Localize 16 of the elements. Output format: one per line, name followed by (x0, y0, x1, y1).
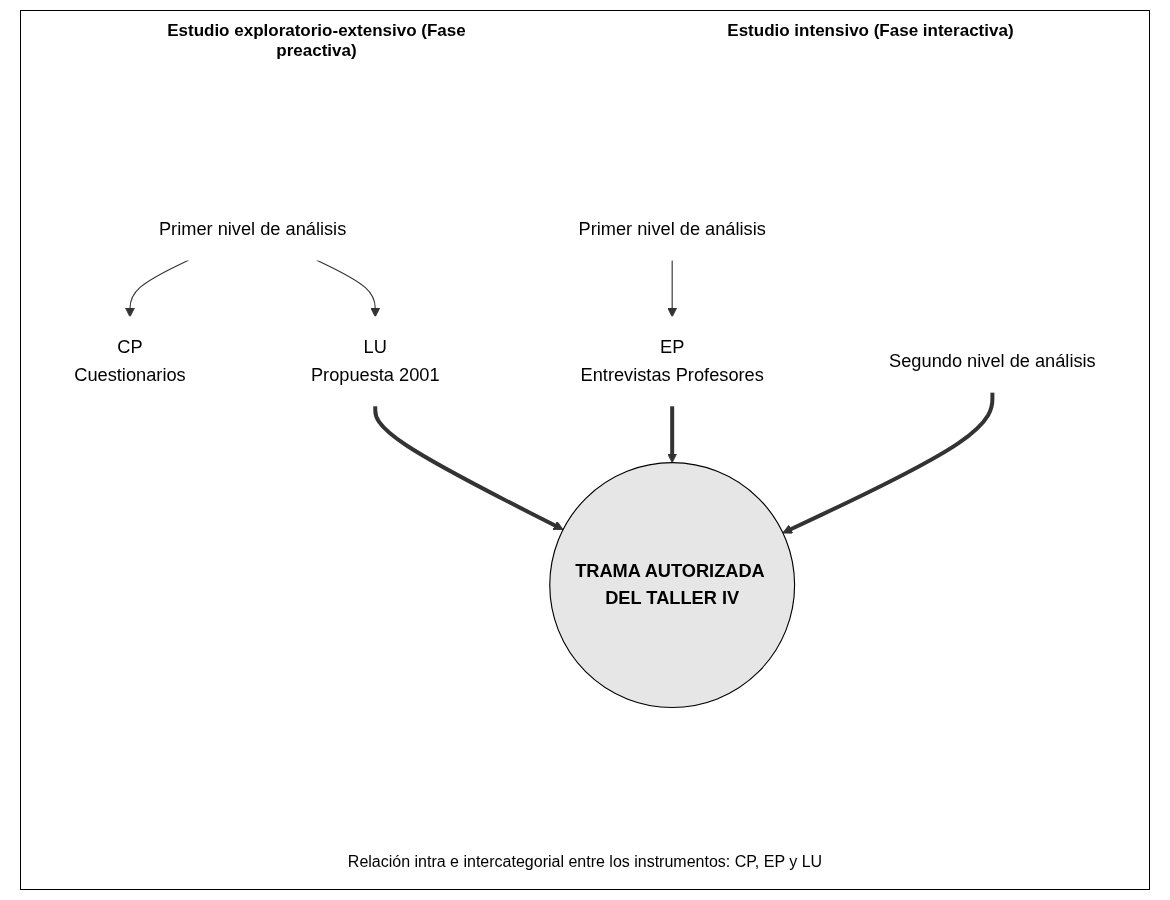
phase-heading: Estudio intensivo (Fase interactiva) (727, 21, 1014, 42)
node-text: Segundo nivel de análisis (889, 351, 1096, 371)
node-text: Primer nivel de análisis (158, 218, 347, 239)
node-text: LU Propuesta 2001 (310, 337, 440, 385)
arrow (373, 405, 564, 531)
node-circle: TRAMA AUTORIZADA DEL TALLER IV (549, 462, 796, 709)
node-text: Primer nivel de análisis (578, 218, 766, 239)
node-text: CP Cuestionarios (74, 337, 186, 385)
arrow (667, 405, 678, 464)
node-text: EP Entrevistas Profesores (580, 337, 764, 385)
arrow (315, 259, 381, 318)
arrow (124, 259, 190, 318)
phase-heading: Estudio exploratorio-extensivo (Fase preactiva) (166, 21, 467, 61)
arrow (782, 392, 995, 534)
footnote-text: Relación intra e intercategorial entre los instrumentos: CP, EP y LU (347, 853, 823, 871)
arrow (667, 259, 678, 318)
